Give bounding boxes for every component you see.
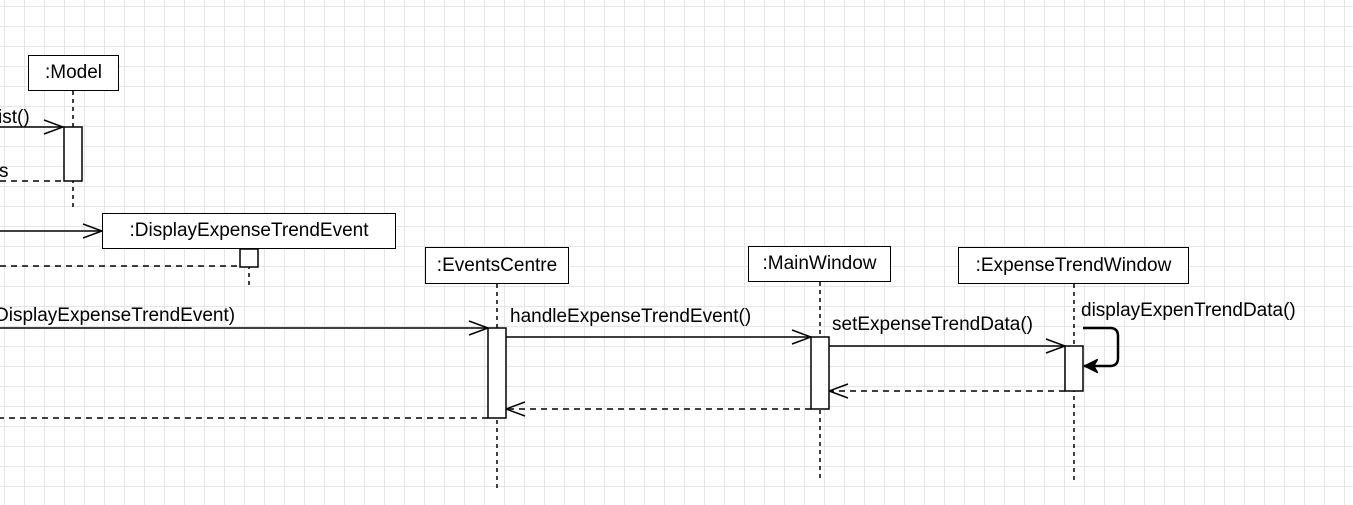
- activation-events-centre: [487, 327, 507, 419]
- self-call-loop-arrow: [1083, 326, 1120, 366]
- activation-model: [63, 126, 83, 182]
- message-label-set-data: setExpenseTrendData(): [832, 314, 1034, 335]
- lifeline-header-events-centre: :EventsCentre: [425, 247, 569, 284]
- message-label-self-call: displayExpenTrendData(): [1081, 300, 1296, 321]
- lifeline-header-model: :Model: [28, 55, 119, 91]
- lifeline-header-trend-window: :ExpenseTrendWindow: [958, 247, 1189, 284]
- activation-main-window: [810, 336, 830, 410]
- message-label-handle-event: handleExpenseTrendEvent(): [510, 306, 752, 327]
- activation-display-event: [239, 248, 259, 268]
- activation-trend-window: [1064, 345, 1084, 392]
- message-label-post-event: DisplayExpenseTrendEvent): [0, 305, 236, 326]
- message-label-model-call: ist(): [0, 107, 30, 128]
- message-label-model-return: s: [0, 161, 9, 182]
- lifeline-header-main-window: :MainWindow: [748, 246, 891, 282]
- lifeline-header-display-event: :DisplayExpenseTrendEvent: [102, 213, 396, 249]
